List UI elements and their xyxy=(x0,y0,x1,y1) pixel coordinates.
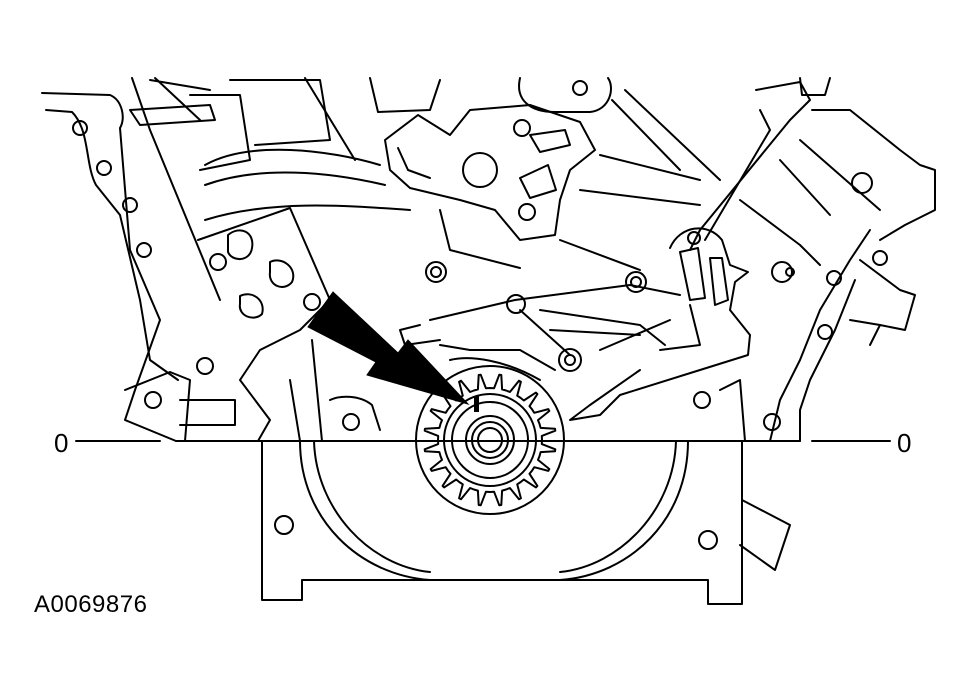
crankshaft-sprocket xyxy=(415,365,565,515)
figure-id-label: A0069876 xyxy=(34,591,148,618)
zero-mark-right: 0 xyxy=(897,428,912,458)
right-tensioner-bracket xyxy=(399,227,751,421)
top-center-bracket xyxy=(518,77,721,181)
center-upper-bracket xyxy=(384,104,701,271)
mounting-holes xyxy=(425,261,795,293)
right-cylinder-head xyxy=(689,77,936,442)
zero-mark-left: 0 xyxy=(54,428,69,458)
front-cover-lower xyxy=(175,440,801,605)
left-bracket xyxy=(124,207,381,442)
arrow-pointer-icon xyxy=(307,291,470,405)
sprocket-teeth xyxy=(423,373,557,507)
timing-mark xyxy=(474,396,479,412)
left-cylinder-head xyxy=(41,77,441,442)
